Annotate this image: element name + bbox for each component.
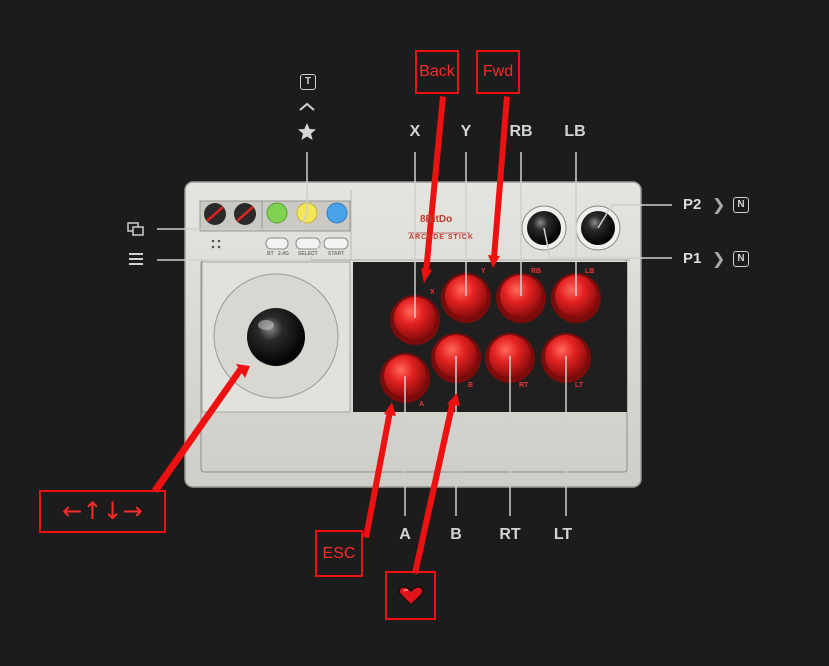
label-lb: LB	[564, 123, 586, 140]
model-name: ARCADE STICK	[409, 234, 474, 241]
btn-letter-rb: RB	[531, 268, 542, 275]
label-rt: RT	[499, 526, 521, 543]
blue-button	[326, 202, 348, 224]
btn-letter-y: Y	[481, 268, 486, 275]
btn-letter-lt: LT	[575, 382, 584, 389]
joystick-ball	[247, 308, 305, 366]
small-label-select: SELECT	[298, 251, 318, 257]
green-button	[266, 202, 288, 224]
p1-label: P1	[683, 250, 702, 267]
heart-annotation	[385, 571, 436, 620]
btn-letter-a: A	[419, 401, 425, 408]
leader-lines	[157, 152, 672, 516]
esc-annotation: ESC	[315, 530, 363, 577]
label-x: X	[409, 123, 421, 140]
fwd-annotation: Fwd	[476, 50, 520, 94]
label-b: B	[450, 526, 462, 543]
label-lt: LT	[553, 526, 573, 543]
heart-icon	[397, 586, 424, 607]
star-icon	[298, 123, 316, 140]
t-key-icon: T	[300, 74, 316, 90]
copy-windows-icon	[127, 222, 144, 236]
back-annotation: Back	[415, 50, 459, 94]
hamburger-menu-icon	[129, 253, 143, 265]
annotation-arrows	[152, 96, 510, 574]
label-a: A	[399, 526, 411, 543]
small-label-start: START	[328, 251, 345, 257]
n-key-icon: N	[733, 197, 749, 213]
arrows-annotation: ←↑↓→	[39, 490, 166, 533]
small-label-24g: 2.4G	[278, 251, 289, 257]
btn-letter-x: X	[430, 289, 435, 296]
btn-letter-rt: RT	[519, 382, 529, 389]
chevron-up-icon	[299, 102, 315, 111]
chevron-right-icon: ❯	[712, 249, 726, 268]
btn-letter-b: B	[468, 382, 474, 389]
select-button	[295, 237, 321, 250]
brand-logo: 8BitDo	[420, 214, 453, 225]
p2-label: P2	[683, 196, 702, 213]
button-x	[390, 295, 440, 345]
small-label-bt: BT	[267, 251, 274, 257]
chevron-right-icon: ❯	[712, 195, 726, 214]
bt-switch	[265, 237, 289, 250]
n-key-icon: N	[733, 251, 749, 267]
label-rb: RB	[509, 123, 533, 140]
btn-letter-lb: LB	[585, 268, 595, 275]
start-button	[323, 237, 349, 250]
label-y: Y	[460, 123, 472, 140]
